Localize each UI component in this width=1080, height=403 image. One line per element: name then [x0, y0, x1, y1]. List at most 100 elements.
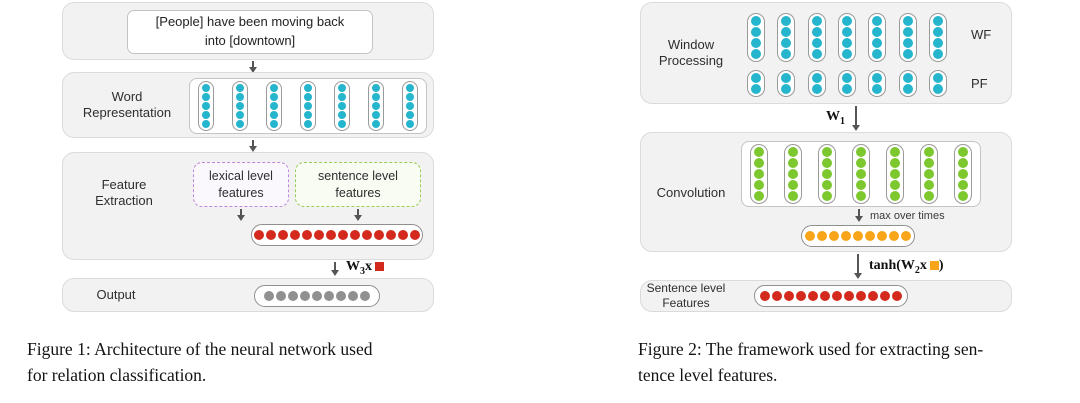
- feature-vector-pill: [300, 81, 316, 131]
- feature-dot: [406, 111, 414, 119]
- wf-label: WF: [971, 27, 992, 42]
- feature-dot: [902, 37, 913, 48]
- feature-dot: [372, 93, 380, 101]
- feature-dot: [902, 26, 913, 37]
- feature-dot: [811, 15, 822, 26]
- feature-dot: [754, 180, 764, 190]
- feature-vector-pill: [837, 69, 856, 97]
- feature-dot: [270, 84, 278, 92]
- feature-dot: [754, 158, 764, 168]
- sentence-feature-vector: [754, 285, 908, 307]
- feature-dot: [841, 48, 852, 59]
- feature-dot: [264, 291, 274, 301]
- feature-dot: [841, 83, 852, 94]
- feature-dot: [890, 158, 900, 168]
- feature-dot: [805, 231, 815, 241]
- feature-dot: [781, 83, 792, 94]
- feature-dot: [902, 15, 913, 26]
- feature-dot: [811, 72, 822, 83]
- feature-dot: [202, 93, 210, 101]
- feature-dot: [784, 291, 794, 301]
- feature-vector-pill: [928, 12, 947, 62]
- feature-dot: [901, 231, 911, 241]
- feature-vector-pill: [852, 144, 870, 204]
- feature-dot: [372, 120, 380, 128]
- feature-dot: [844, 291, 854, 301]
- feature-dot: [781, 72, 792, 83]
- feature-dot: [924, 169, 934, 179]
- feature-vector-pill: [266, 81, 282, 131]
- feature-vector-pill: [807, 12, 826, 62]
- feature-dot: [236, 93, 244, 101]
- feature-dot: [300, 291, 310, 301]
- feature-dot: [406, 84, 414, 92]
- feature-dot: [788, 180, 798, 190]
- feature-dot: [856, 147, 866, 157]
- tanh-pre: tanh(W: [869, 258, 915, 273]
- w1-subscript: 1: [840, 115, 845, 127]
- feature-dot: [304, 102, 312, 110]
- feature-dot: [374, 230, 384, 240]
- down-arrow-icon: [252, 140, 254, 146]
- w3x-base: W: [346, 259, 360, 274]
- feature-dot: [781, 26, 792, 37]
- feature-dot: [822, 158, 832, 168]
- feature-vector-pill: [368, 81, 384, 131]
- lexical-level-features-box: lexical level features: [193, 162, 289, 207]
- feature-dot: [841, 37, 852, 48]
- feature-dot: [304, 84, 312, 92]
- feature-dot: [880, 291, 890, 301]
- feature-dot: [865, 231, 875, 241]
- feature-dot: [811, 83, 822, 94]
- feature-dot: [924, 180, 934, 190]
- feature-dot: [958, 158, 968, 168]
- feature-dot: [872, 83, 883, 94]
- down-arrow-icon: [334, 262, 336, 270]
- feature-dot: [932, 83, 943, 94]
- feature-dot: [314, 230, 324, 240]
- feature-dot: [924, 147, 934, 157]
- word-representation-panel: Word Representation: [62, 72, 434, 138]
- feature-dot: [338, 230, 348, 240]
- feature-dot: [304, 111, 312, 119]
- feature-dot: [406, 93, 414, 101]
- output-vector: [254, 285, 380, 307]
- sentence-text-line2: into [downtown]: [204, 33, 296, 48]
- output-label: Output: [96, 286, 136, 302]
- feature-dot: [754, 169, 764, 179]
- feature-dot: [751, 48, 761, 59]
- feature-dot: [350, 230, 360, 240]
- feature-dot: [811, 48, 822, 59]
- feature-dot: [788, 191, 798, 201]
- feature-dot: [754, 147, 764, 157]
- down-arrow-icon: [357, 209, 359, 215]
- feature-dot: [872, 15, 883, 26]
- feature-dot: [924, 158, 934, 168]
- feature-dot: [406, 120, 414, 128]
- feature-dot: [270, 120, 278, 128]
- figure-1-caption: Figure 1: Architecture of the neural net…: [27, 336, 467, 388]
- feature-dot: [312, 291, 322, 301]
- feature-dot: [877, 231, 887, 241]
- feature-dot: [811, 37, 822, 48]
- feature-dot: [348, 291, 358, 301]
- feature-vector-pill: [807, 69, 826, 97]
- feature-dot: [751, 37, 761, 48]
- feature-dot: [822, 191, 832, 201]
- feature-dot: [853, 231, 863, 241]
- input-sentence-box: [People] have been moving back into [dow…: [127, 10, 373, 54]
- feature-vector-pill: [868, 12, 887, 62]
- convolution-label: Convolution: [656, 184, 726, 200]
- feature-dot: [932, 26, 943, 37]
- feature-dot: [270, 102, 278, 110]
- feature-dot: [202, 111, 210, 119]
- feature-dot: [372, 111, 380, 119]
- feature-vector-pill: [818, 144, 836, 204]
- down-arrow-icon: [857, 254, 859, 273]
- feature-vector-pill: [777, 69, 796, 97]
- sentence-level-features-box: sentence level features: [295, 162, 421, 207]
- feature-dot: [856, 169, 866, 179]
- down-arrow-icon: [855, 106, 857, 125]
- feature-dot: [902, 72, 913, 83]
- feature-dot: [326, 230, 336, 240]
